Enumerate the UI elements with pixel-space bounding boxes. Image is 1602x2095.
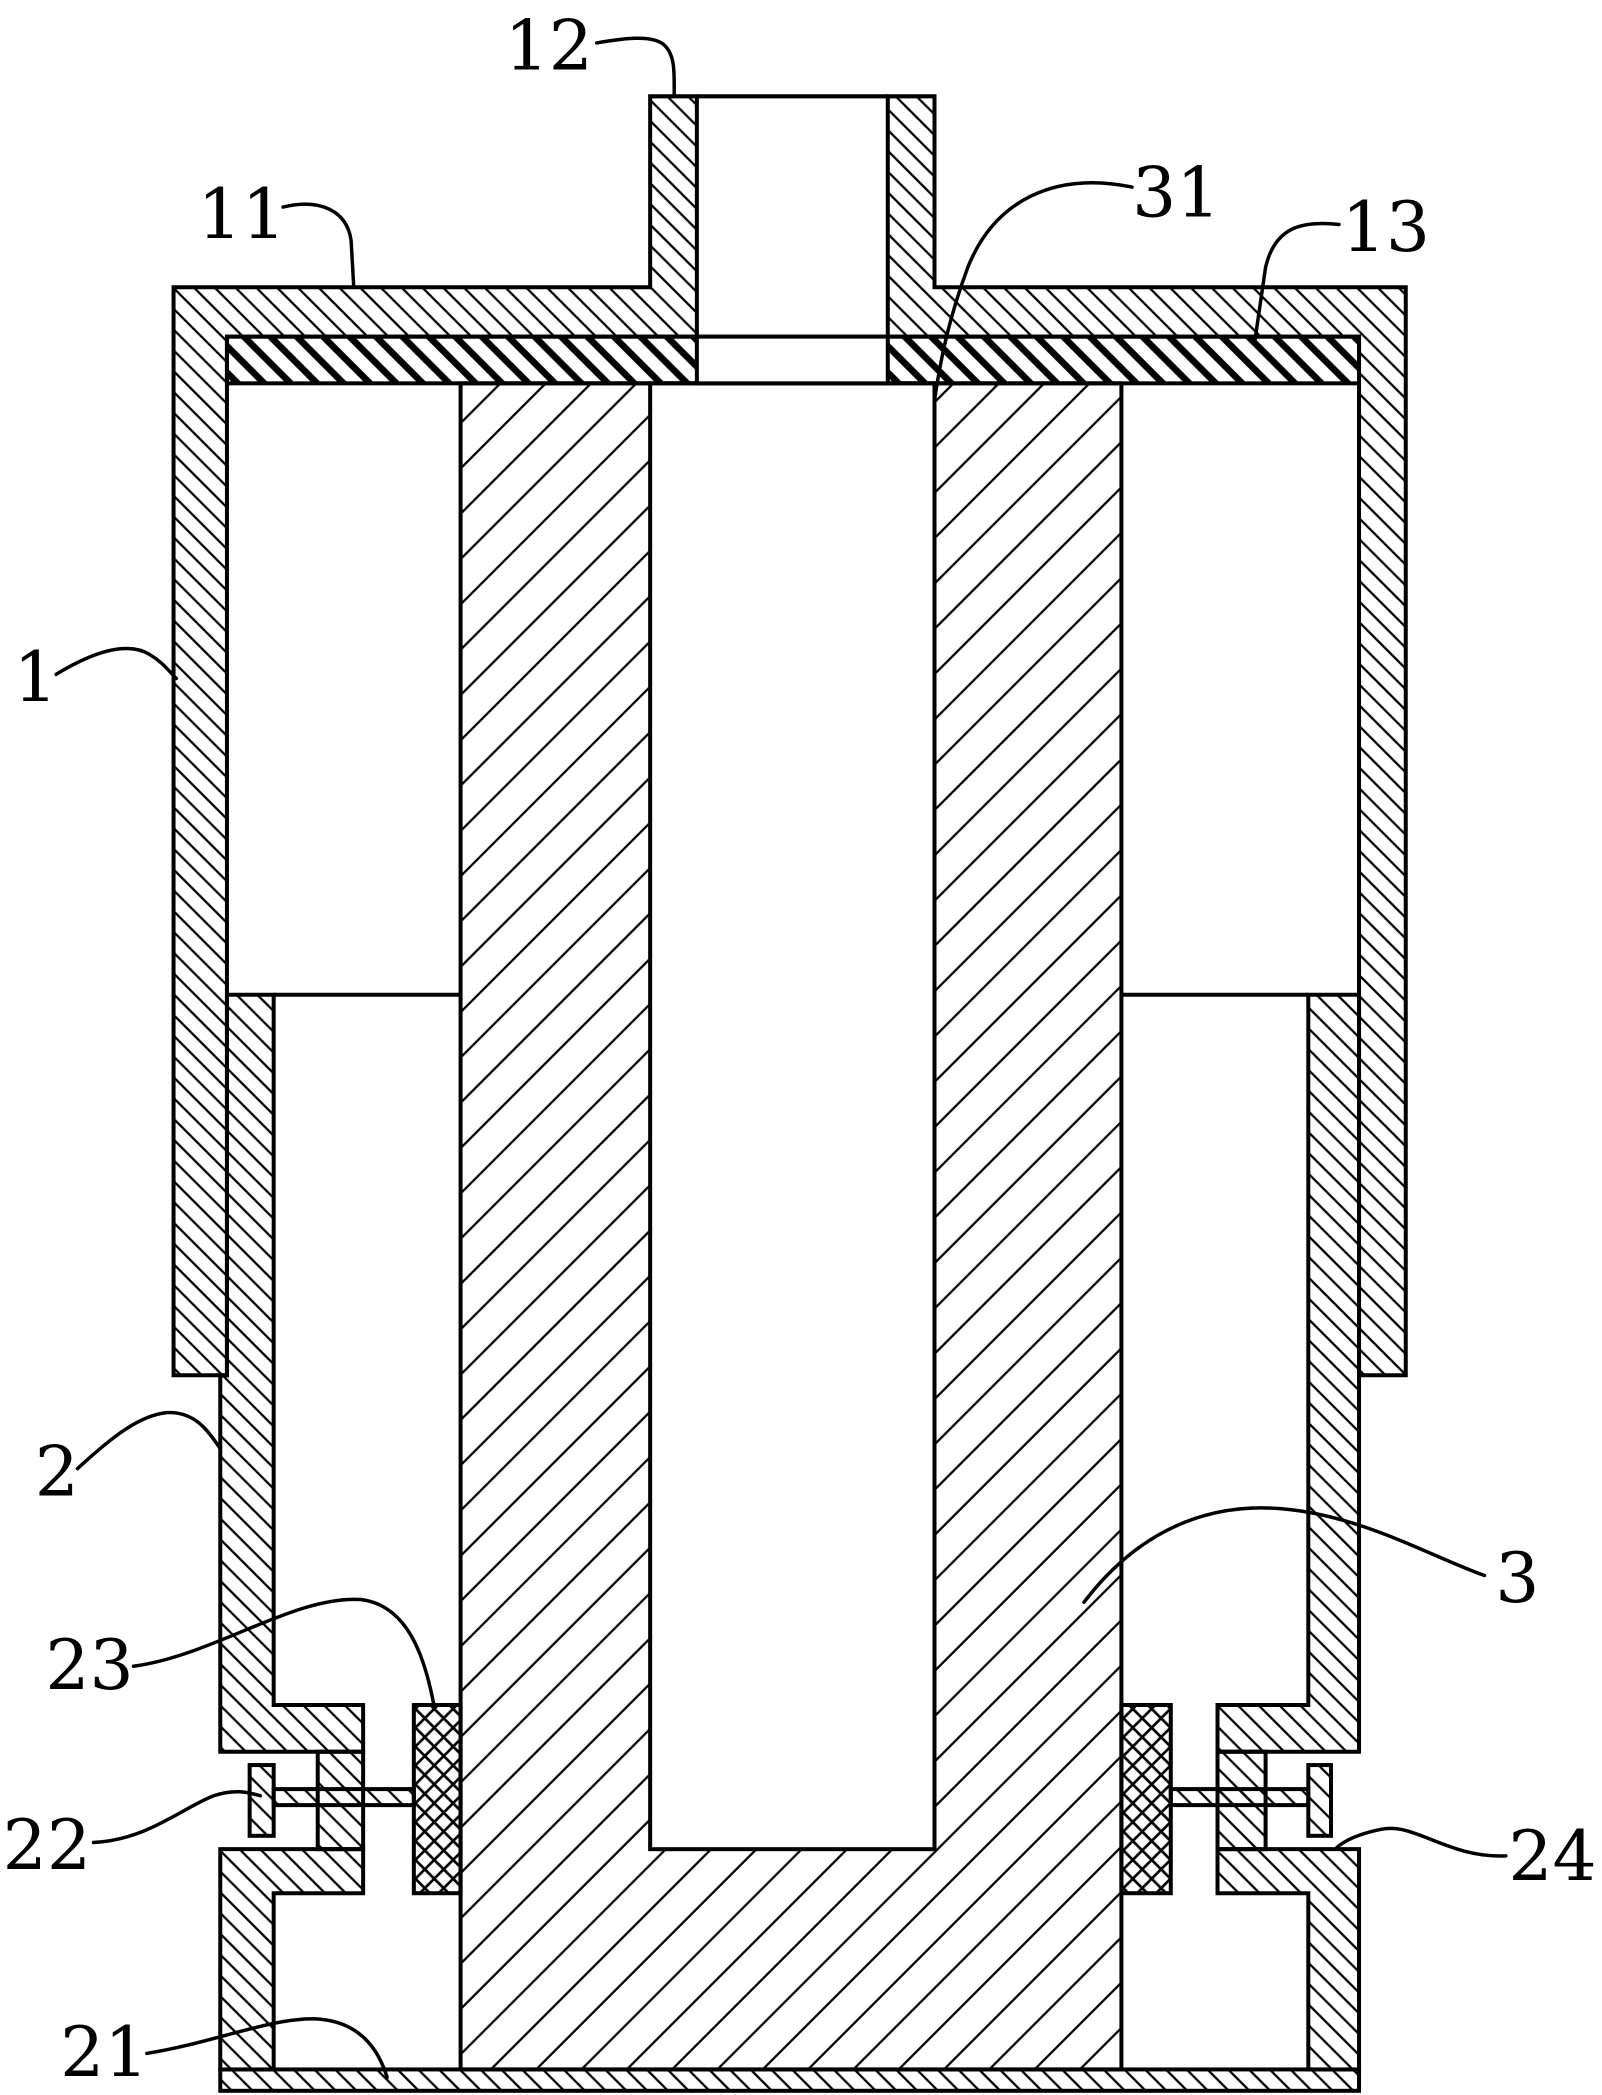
label-24: 24 [1508, 1817, 1596, 1897]
outer-cylinder-right-half [885, 94, 1408, 1378]
right-screw-shaft [1168, 1787, 1311, 1808]
leader-22 [91, 1790, 263, 1845]
rod-bore [648, 381, 937, 1852]
label-3: 3 [1495, 1539, 1539, 1619]
leader-13 [1253, 221, 1341, 343]
inner-cylinder-left-wall [218, 992, 366, 1754]
left-screw-head [247, 1763, 276, 1838]
left-friction-pad [411, 1702, 463, 1896]
leader-11 [281, 202, 356, 289]
label-21: 21 [60, 2013, 148, 2093]
leader-3 [1082, 1506, 1487, 1604]
leader-1 [54, 646, 178, 681]
leader-31 [932, 181, 1134, 403]
leader-24 [1333, 1826, 1508, 1858]
base-left-wall [218, 1847, 366, 2072]
label-2: 2 [35, 1432, 79, 1512]
label-23: 23 [45, 1626, 133, 1706]
right-friction-pad [1119, 1702, 1173, 1896]
right-screw-head [1306, 1763, 1333, 1838]
label-22: 22 [3, 1806, 91, 1886]
leader-21 [145, 2016, 389, 2080]
label-12: 12 [505, 7, 593, 87]
leader-23 [131, 1597, 436, 1707]
leader-2 [75, 1410, 223, 1471]
bottom-plate [218, 2067, 1362, 2093]
left-screw-shaft [271, 1787, 416, 1808]
inner-cylinder-right-wall [1215, 992, 1362, 1754]
label-31: 31 [1132, 153, 1220, 233]
seal-layer-opening [694, 334, 890, 386]
label-11: 11 [198, 175, 286, 255]
label-1: 1 [13, 638, 57, 718]
label-13: 13 [1342, 188, 1430, 268]
base-right-wall [1215, 1847, 1362, 2072]
leader-12 [595, 36, 676, 99]
